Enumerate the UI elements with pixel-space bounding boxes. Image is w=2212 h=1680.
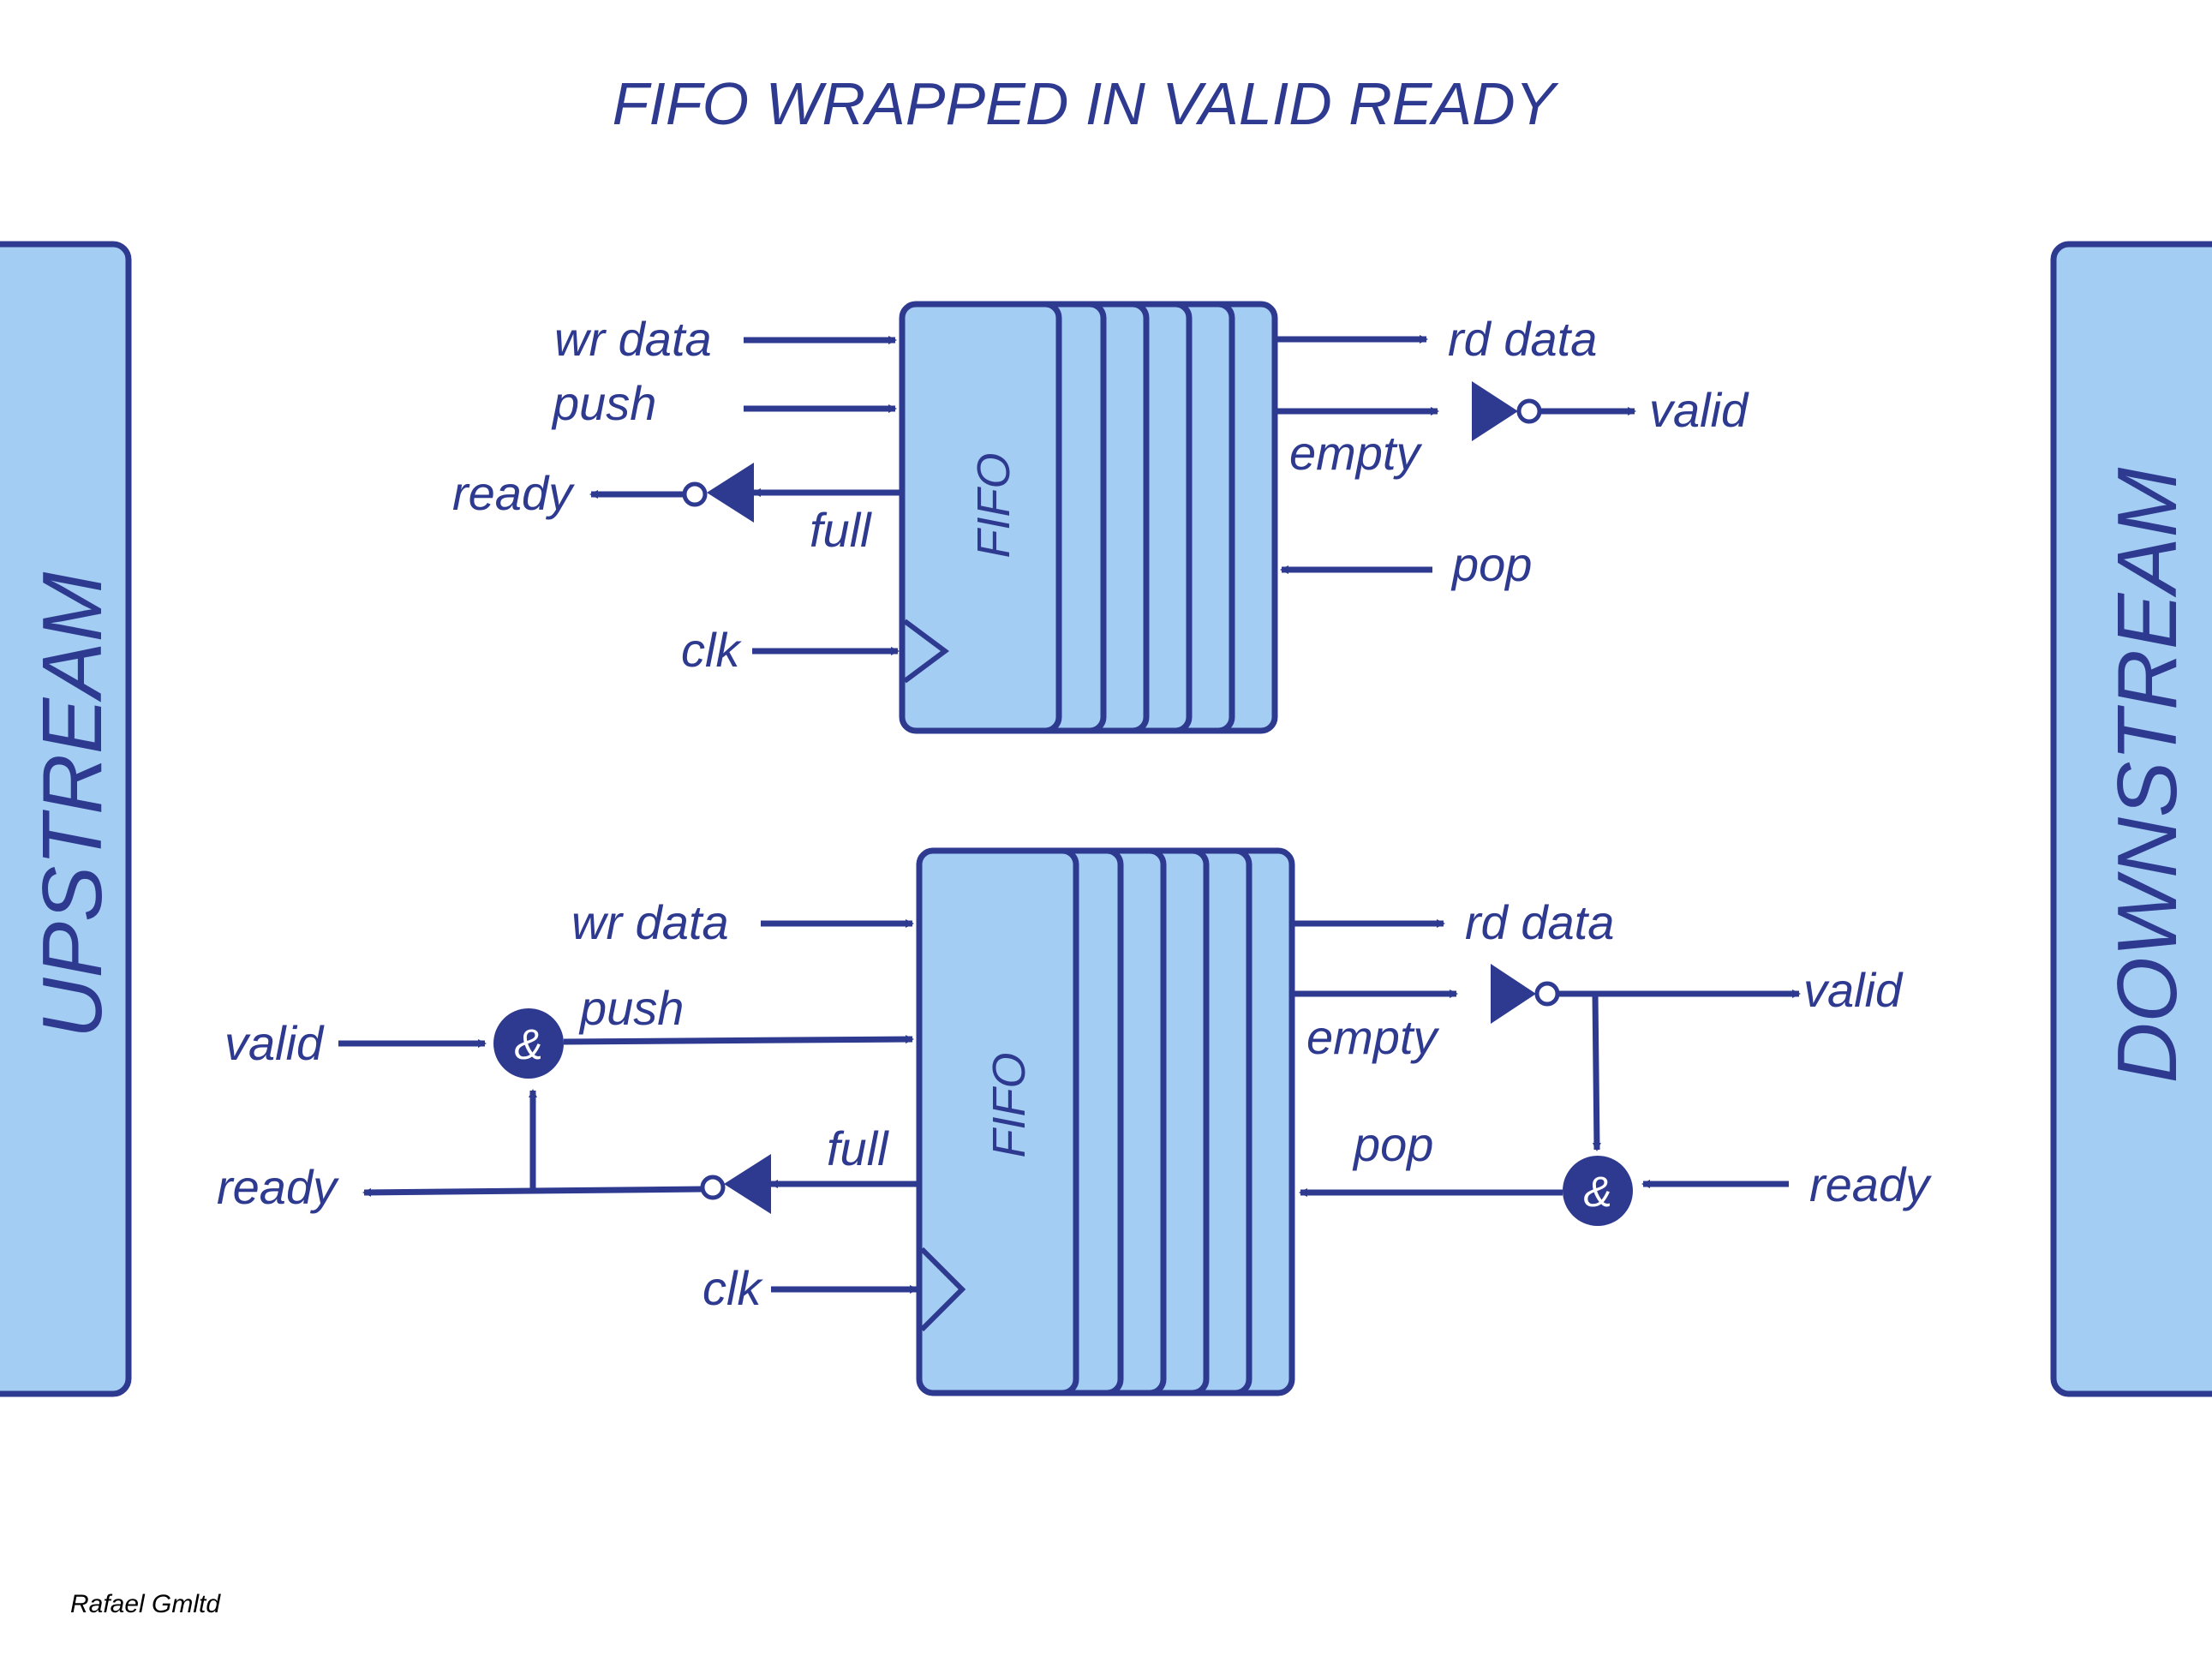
top-inverter-bubble	[682, 481, 708, 507]
top-fifo-clock-triangle	[903, 619, 950, 684]
bottom-and-gate-in	[493, 1008, 564, 1079]
bottom-rd-data-label: rd data	[1465, 895, 1614, 949]
bottom-valid-branch-arrow	[1592, 993, 1601, 1151]
bottom-push-label: push	[578, 981, 684, 1035]
top-pop-label: pop	[1450, 537, 1532, 591]
bottom-full-inverter	[724, 1154, 771, 1214]
top-push-label: push	[551, 376, 656, 430]
bottom-valid-in-label: valid	[224, 1016, 325, 1070]
top-clk-label: clk	[681, 623, 742, 677]
upstream-label: UPSTREAM	[25, 571, 119, 1038]
upstream-block	[0, 241, 132, 1397]
downstream-label: DOWNSTREAM	[2100, 467, 2194, 1083]
top-fifo-body	[899, 301, 1062, 734]
top-empty-label: empty	[1289, 426, 1422, 480]
top-empty-bubble	[1516, 398, 1542, 424]
top-ready-label: ready	[452, 466, 575, 520]
bottom-ready-out-label: ready	[217, 1160, 339, 1214]
bottom-empty-bubble	[1534, 981, 1560, 1007]
bottom-fifo: FIFO	[916, 847, 1295, 1396]
bottom-fifo-body	[916, 847, 1079, 1396]
page-title: FIFO WRAPPED IN VALID READY	[613, 70, 1559, 137]
bottom-and-gate-out	[1563, 1156, 1633, 1226]
top-fifo: FIFO	[899, 301, 1278, 734]
bottom-full-bubble	[700, 1175, 726, 1200]
bottom-ready-in-label: ready	[1809, 1157, 1932, 1211]
top-fifo-label: FIFO	[968, 453, 1019, 559]
bottom-push-arrow	[563, 1035, 914, 1045]
bottom-wr-data-label: wr data	[571, 895, 729, 949]
bottom-fifo-clock-triangle	[919, 1247, 966, 1332]
top-full-inverter	[707, 463, 754, 523]
credit-text: Rafael Gmltd	[70, 1590, 221, 1618]
bottom-empty-label: empty	[1306, 1010, 1439, 1064]
bottom-fifo-label: FIFO	[983, 1053, 1035, 1158]
top-rd-data-label: rd data	[1448, 312, 1597, 366]
top-empty-inverter	[1472, 381, 1518, 441]
bottom-full-label: full	[827, 1121, 889, 1175]
bottom-clk-label: clk	[702, 1261, 763, 1315]
top-valid-label: valid	[1649, 383, 1749, 437]
bottom-pop-label: pop	[1352, 1117, 1433, 1171]
top-full-label: full	[810, 503, 872, 557]
bottom-valid-out-label: valid	[1803, 963, 1904, 1017]
bottom-and-in-symbol: &	[514, 1020, 542, 1068]
downstream-block	[2050, 241, 2212, 1397]
top-wr-data-label: wr data	[554, 312, 712, 366]
bottom-empty-inverter	[1491, 964, 1536, 1024]
bottom-and-out-symbol: &	[1583, 1168, 1611, 1216]
